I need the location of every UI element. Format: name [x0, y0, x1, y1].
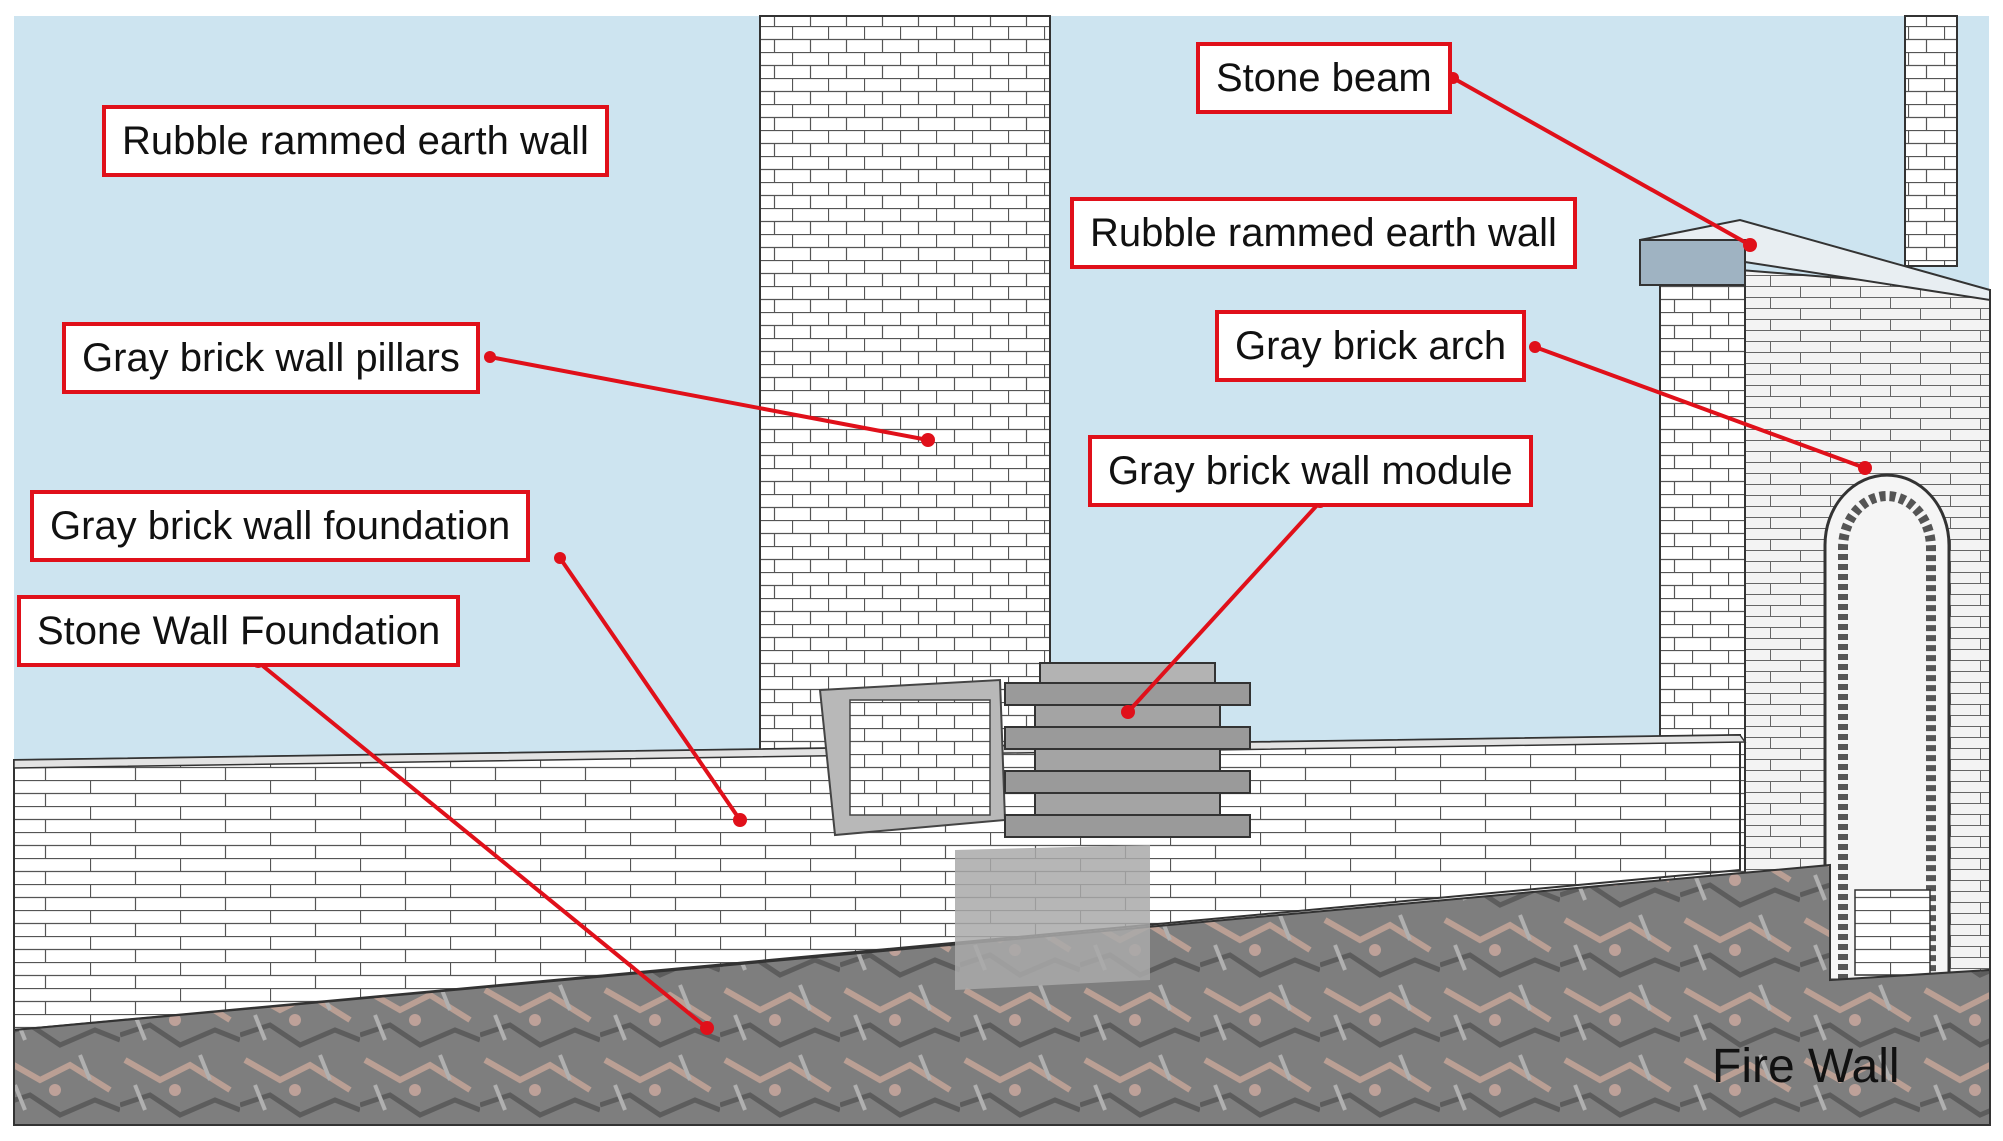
brick-arch	[1823, 473, 1951, 982]
cutaway-bricks	[849, 699, 991, 816]
leader-lines	[256, 76, 1866, 1030]
label-gray-brick-arch: Gray brick arch	[1215, 310, 1527, 382]
module-shadow	[955, 845, 1150, 990]
label-stone-beam: Stone beam	[1196, 42, 1452, 114]
label-gray-brick-wall-module: Gray brick wall module	[1088, 435, 1533, 507]
gray-brick-wall-module	[1004, 662, 1251, 838]
arch-ring	[1838, 491, 1936, 980]
label-gray-brick-wall-pillars: Gray brick wall pillars	[62, 322, 480, 394]
stone-beam	[1639, 239, 1746, 286]
stone-wall-foundation	[13, 863, 1991, 1126]
label-rubble-rammed-earth-wall-right: Rubble rammed earth wall	[1070, 197, 1577, 269]
left-brick-pillar	[759, 15, 1051, 757]
label-rubble-rammed-earth-wall-left: Rubble rammed earth wall	[102, 105, 609, 177]
arch-steps	[1854, 889, 1931, 976]
label-gray-brick-wall-foundation: Gray brick wall foundation	[30, 490, 531, 562]
far-right-pillar	[1904, 15, 1958, 267]
diagram-title: Fire Wall	[1712, 1040, 1900, 1093]
label-stone-wall-foundation: Stone Wall Foundation	[17, 595, 461, 667]
